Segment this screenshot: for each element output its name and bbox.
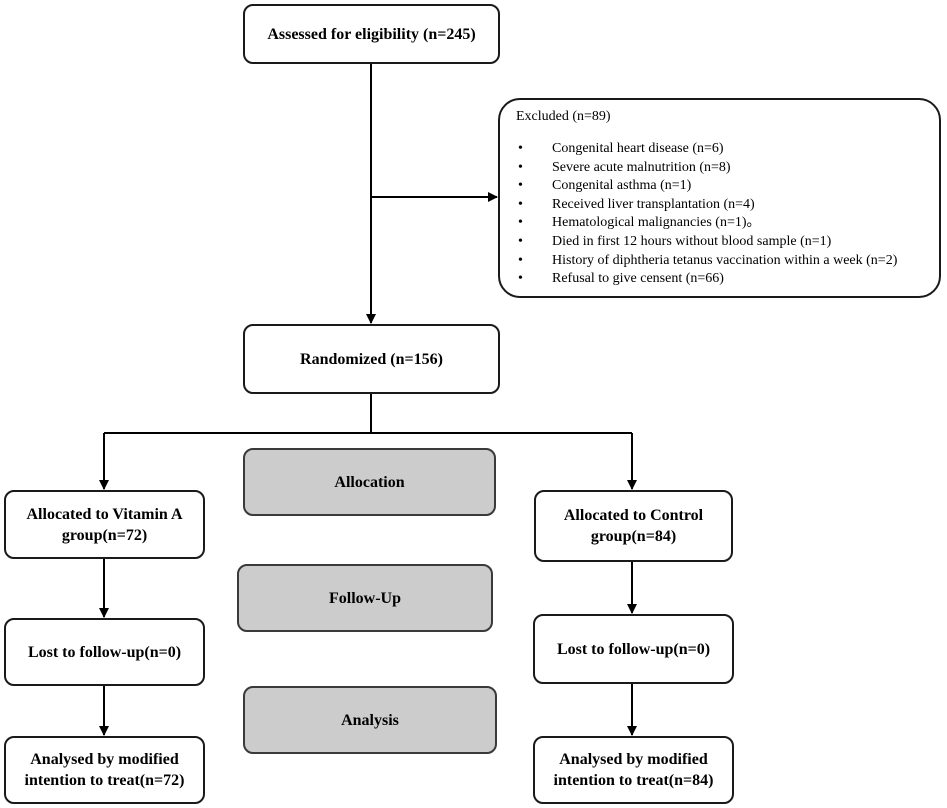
stage-analysis: Analysis — [243, 686, 497, 754]
bullet-icon: • — [518, 215, 523, 231]
bullet-icon: • — [518, 159, 523, 175]
list-item: •Refusal to give censent (n=66) — [516, 270, 923, 289]
stage-allocation-label: Allocation — [334, 473, 405, 491]
control-lost-label: Lost to follow-up(n=0) — [556, 640, 711, 658]
list-item: •Congenital heart disease (n=6) — [516, 140, 923, 159]
bullet-icon: • — [518, 252, 523, 268]
bullet-icon: • — [518, 178, 523, 194]
vitamin-a-lost-box: Lost to follow-up(n=0) — [4, 618, 205, 686]
list-item: •Severe acute malnutrition (n=8) — [516, 159, 923, 178]
vitamin-a-analysed-box: Analysed by modified intention to treat(… — [4, 736, 205, 804]
control-lost-box: Lost to follow-up(n=0) — [533, 614, 734, 684]
vitamin-a-analysed-line2: intention to treat(n=72) — [24, 772, 185, 789]
bullet-icon: • — [518, 196, 523, 212]
list-item: •Congenital asthma (n=1) — [516, 177, 923, 196]
vitamin-a-analysed-line1: Analysed by modified — [30, 751, 179, 768]
vitamin-a-allocated-line1: Allocated to Vitamin A — [26, 505, 183, 523]
stage-analysis-label: Analysis — [341, 711, 399, 729]
vitamin-a-lost-label: Lost to follow-up(n=0) — [27, 643, 182, 661]
control-allocated-line2: group(n=84) — [590, 528, 677, 545]
assessed-label: Assessed for eligibility (n=245) — [267, 25, 476, 43]
vitamin-a-allocated-line2: group(n=72) — [61, 526, 148, 544]
randomized-label: Randomized (n=156) — [300, 350, 443, 368]
stage-follow-up-label: Follow-Up — [329, 589, 401, 607]
list-item: •History of diphtheria tetanus vaccinati… — [516, 252, 923, 271]
control-analysed-box: Analysed by modified intention to treat(… — [533, 736, 734, 804]
control-allocated-box: Allocated to Control group(n=84) — [534, 490, 733, 562]
randomized-box: Randomized (n=156) — [243, 324, 500, 394]
excluded-title: Excluded (n=89) — [516, 109, 611, 124]
vitamin-a-allocated-box: Allocated to Vitamin A group(n=72) — [4, 490, 205, 559]
list-item: •Hematological malignancies (n=1)。 — [516, 214, 923, 233]
stage-follow-up: Follow-Up — [237, 564, 493, 632]
excluded-box: Excluded (n=89) •Congenital heart diseas… — [498, 98, 941, 298]
list-item: •Died in first 12 hours without blood sa… — [516, 233, 923, 252]
control-analysed-line2: intention to treat(n=84) — [553, 772, 714, 789]
bullet-icon: • — [518, 271, 523, 287]
bullet-icon: • — [518, 233, 523, 249]
bullet-icon: • — [518, 141, 523, 156]
stage-allocation: Allocation — [243, 448, 496, 516]
assessed-box: Assessed for eligibility (n=245) — [243, 4, 500, 64]
control-allocated-line1: Allocated to Control — [563, 507, 704, 524]
control-analysed-line1: Analysed by modified — [559, 751, 708, 768]
list-item: •Received liver transplantation (n=4) — [516, 196, 923, 215]
excluded-list: •Congenital heart disease (n=6) •Severe … — [516, 140, 923, 289]
